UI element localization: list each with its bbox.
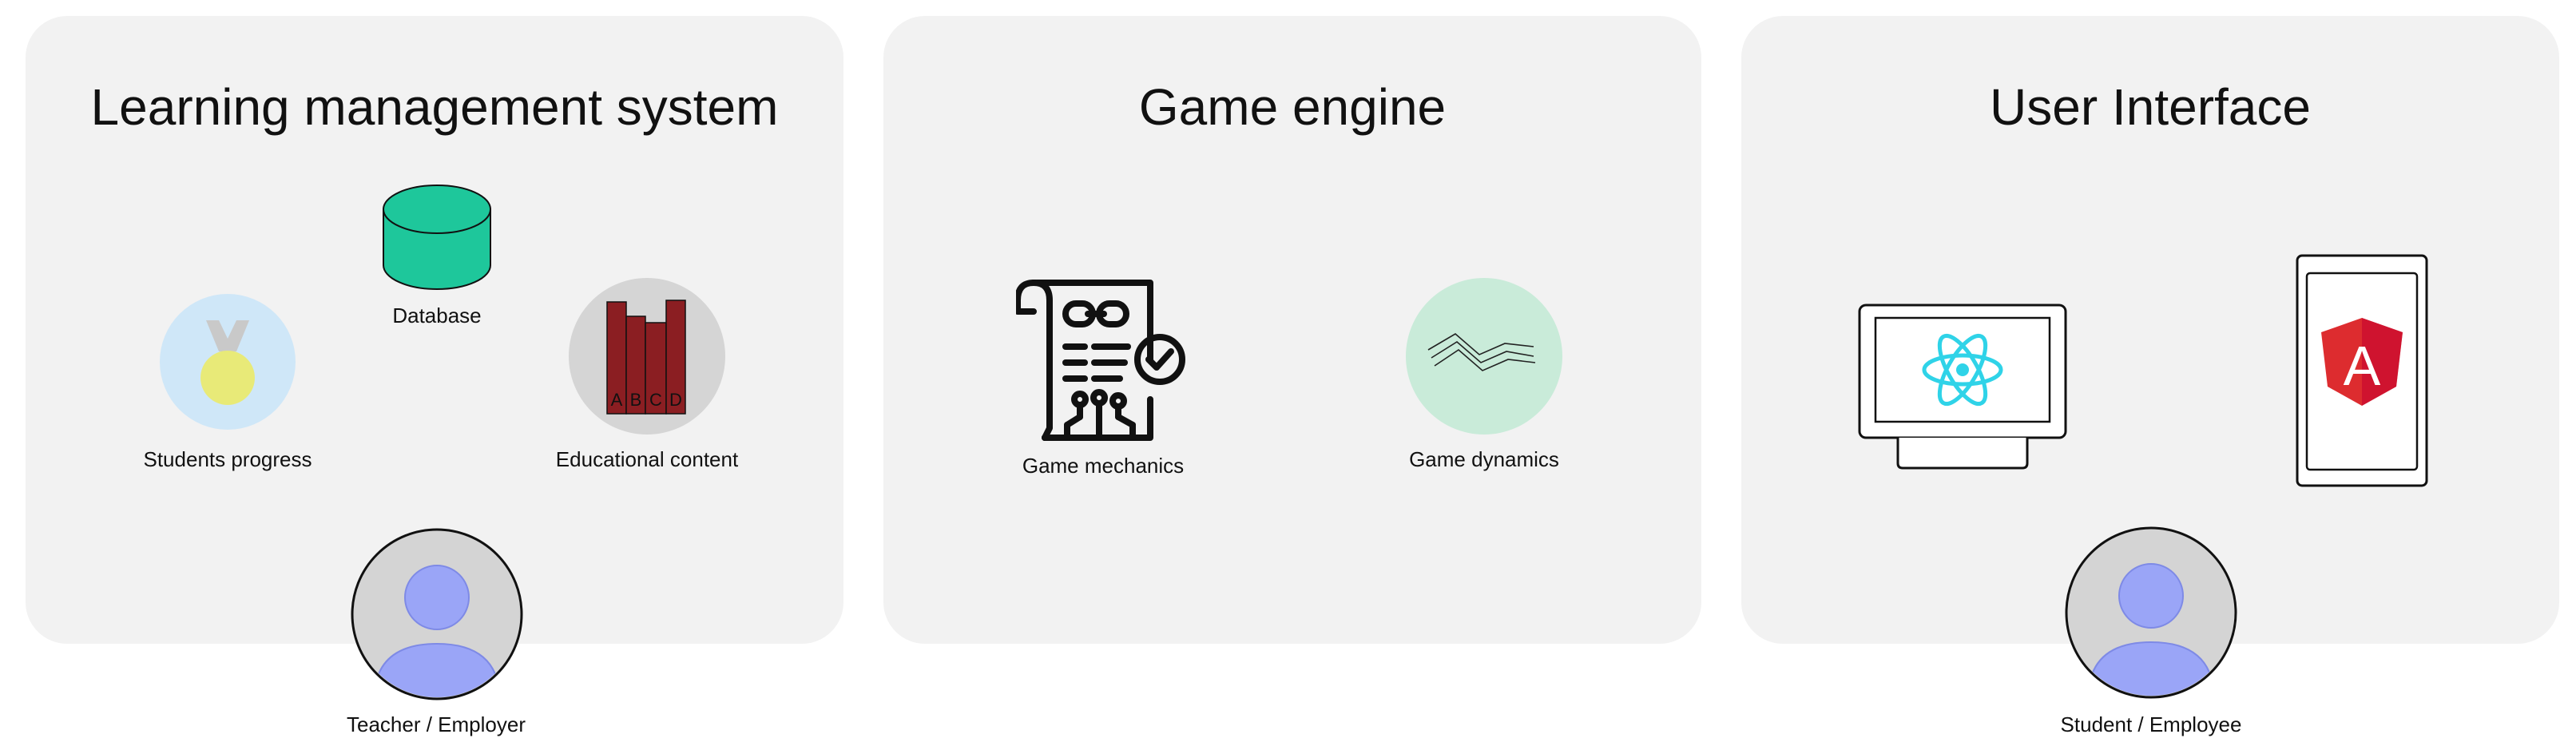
educational-content-label: Educational content — [555, 447, 739, 471]
user-interface-title: User Interface — [1990, 78, 2311, 136]
monitor-react-icon — [1858, 304, 2067, 471]
book-letter-b: B — [630, 390, 642, 410]
game-mechanics-label: Game mechanics — [1022, 454, 1185, 478]
game-dynamics-label: Game dynamics — [1409, 447, 1559, 471]
book-letter-a: A — [611, 390, 623, 410]
database-label: Database — [392, 304, 482, 327]
phone-angular-icon: A — [2296, 254, 2428, 487]
students-progress-label: Students progress — [143, 447, 312, 471]
books-icon: A B C D — [569, 278, 725, 435]
database-icon — [382, 182, 492, 291]
game-engine-panel: Game engine — [883, 16, 1701, 644]
student-avatar-icon — [2064, 526, 2238, 700]
game-engine-title: Game engine — [1138, 78, 1447, 136]
teacher-avatar-icon — [350, 527, 524, 701]
student-label: Student / Employee — [2060, 712, 2242, 736]
angular-letter: A — [2344, 335, 2381, 397]
dynamics-lines-icon — [1406, 278, 1562, 435]
teacher-label: Teacher / Employer — [347, 712, 526, 736]
book-letter-c: C — [649, 390, 662, 410]
medal-icon — [160, 294, 296, 430]
mechanics-document-icon — [1016, 280, 1193, 447]
lms-title: Learning management system — [90, 78, 779, 136]
book-letter-d: D — [669, 390, 682, 410]
